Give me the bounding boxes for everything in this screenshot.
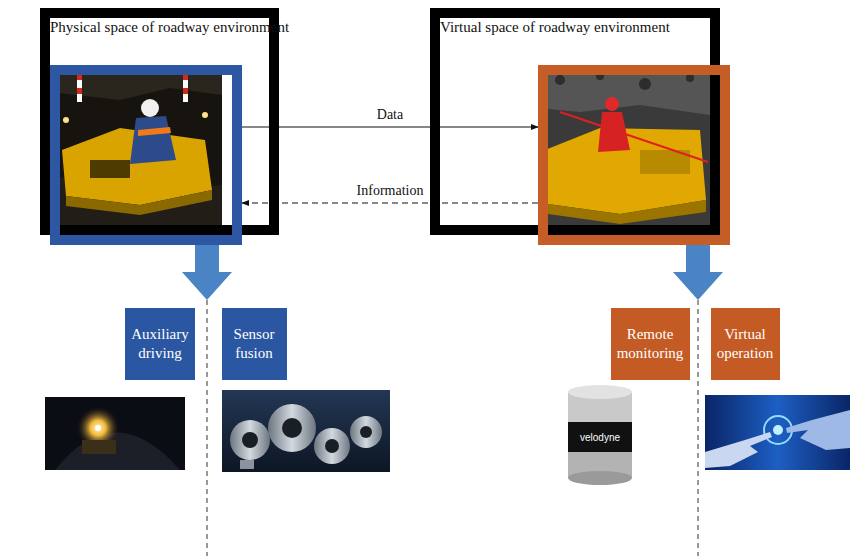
- laser-line: [560, 112, 708, 162]
- photo-ground: [45, 397, 185, 470]
- divider-line: [698, 300, 699, 556]
- lidar-sensor: [568, 385, 632, 485]
- sensor-hole: [360, 426, 372, 438]
- function-box: Sensor fusion: [222, 308, 287, 380]
- vehicle: [82, 440, 116, 454]
- worker-body: [598, 112, 630, 152]
- edge-label: Information: [354, 183, 427, 199]
- brand-label: velodyne: [580, 432, 620, 443]
- panel-frame: [538, 65, 730, 245]
- photo-ground: [222, 390, 390, 472]
- sensor-hole: [325, 439, 339, 453]
- sensors-photo: [222, 390, 390, 472]
- lidar-band: [568, 422, 632, 452]
- sensor: [268, 404, 316, 452]
- helmet: [605, 97, 619, 111]
- tunnel-photo: [45, 397, 185, 470]
- machine-panel: [90, 160, 130, 178]
- space-panel: Physical space of roadway environment: [40, 8, 279, 235]
- mine-photo: [50, 65, 222, 225]
- sensor: [350, 416, 382, 448]
- worker-body: [130, 116, 176, 164]
- flow-arrow: [242, 202, 538, 203]
- pole-stripe: [77, 88, 82, 94]
- lidar-bottom: [568, 471, 632, 485]
- down-arrow: [182, 240, 232, 300]
- hand: [705, 432, 772, 468]
- touch-point: [773, 425, 783, 435]
- rock-texture: [639, 78, 651, 90]
- lamp: [63, 117, 69, 123]
- rock-texture: [686, 74, 694, 82]
- space-panel: Virtual space of roadway environment: [430, 8, 720, 235]
- function-box: Remote monitoring: [611, 308, 690, 380]
- light-source: [95, 425, 101, 431]
- sensor-hole: [282, 418, 302, 438]
- function-box: Auxiliary driving: [125, 308, 195, 380]
- panel-heading: Physical space of roadway environment: [50, 18, 269, 36]
- edge-label: Data: [374, 107, 406, 123]
- down-arrow: [673, 240, 723, 300]
- virtual-render: [538, 65, 710, 225]
- lidar-top: [568, 385, 632, 399]
- connector: [240, 460, 254, 469]
- hand: [786, 410, 850, 450]
- sensor-hole: [242, 432, 258, 448]
- hands-photo: [705, 395, 850, 470]
- flow-arrow: [242, 126, 538, 127]
- helmet: [141, 99, 159, 117]
- render-ground: [538, 65, 710, 225]
- function-box: Virtual operation: [711, 308, 780, 380]
- box-label: Sensor fusion: [234, 325, 275, 363]
- sensor: [230, 420, 270, 460]
- panel-frame: [50, 65, 242, 245]
- reflective-stripe: [138, 127, 171, 136]
- box-label: Remote monitoring: [617, 325, 684, 363]
- divider-line: [207, 300, 208, 556]
- rock-texture: [555, 75, 565, 85]
- machine-shadow: [66, 190, 212, 215]
- lamp: [202, 112, 208, 118]
- photo-ground: [50, 65, 222, 225]
- sensor: [314, 428, 350, 464]
- panel-heading: Virtual space of roadway environment: [440, 18, 710, 36]
- box-label: Auxiliary driving: [131, 325, 189, 363]
- pole-stripe: [183, 88, 188, 94]
- box-label: Virtual operation: [717, 325, 774, 363]
- photo-ground: [705, 395, 850, 470]
- machine-shadow: [548, 200, 706, 224]
